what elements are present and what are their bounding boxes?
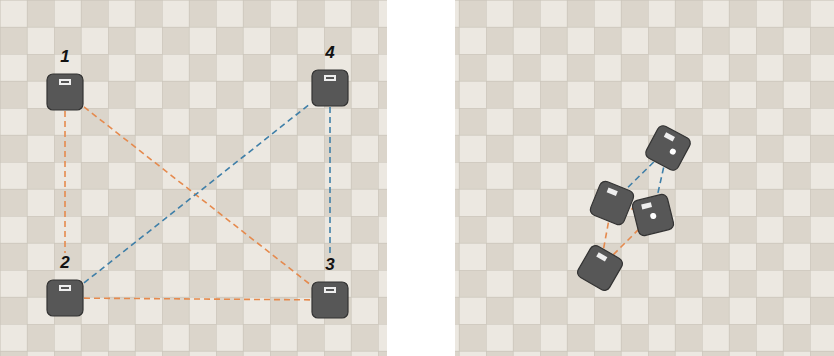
robot-body bbox=[631, 193, 675, 237]
robot-node: 1 bbox=[46, 47, 84, 111]
robot-body bbox=[46, 279, 84, 317]
robot-tag bbox=[59, 79, 71, 85]
robot-tag-mark bbox=[326, 289, 334, 291]
robot-tag bbox=[324, 287, 336, 293]
robot-number: 1 bbox=[58, 47, 71, 67]
robot-symbol bbox=[575, 243, 624, 292]
robot-node: 2 bbox=[46, 253, 84, 317]
robot-body bbox=[311, 281, 349, 319]
robot-body bbox=[575, 243, 624, 292]
robot-symbol bbox=[46, 279, 84, 317]
robot-tag bbox=[324, 75, 336, 81]
robot-symbol bbox=[589, 180, 636, 227]
dashed-connector bbox=[84, 298, 311, 300]
dashed-connector bbox=[329, 107, 331, 255]
robot-shell bbox=[312, 282, 348, 318]
robot-node: 3 bbox=[311, 255, 349, 319]
robot-symbol bbox=[644, 124, 693, 173]
robot-tag-mark bbox=[326, 77, 334, 79]
robot-symbol bbox=[46, 73, 84, 111]
robot-tag bbox=[641, 202, 652, 209]
robot-shell bbox=[47, 280, 83, 316]
robot-symbol bbox=[311, 69, 349, 107]
robot-tag bbox=[607, 188, 618, 196]
robot-tag bbox=[596, 252, 607, 261]
robot-body bbox=[46, 73, 84, 111]
robot-number: 2 bbox=[58, 253, 71, 273]
robot-number: 3 bbox=[323, 255, 336, 275]
dashed-connector bbox=[84, 103, 311, 283]
robot-body bbox=[589, 180, 636, 227]
robot-symbol bbox=[631, 193, 675, 237]
robot-body bbox=[311, 69, 349, 107]
robot-tag bbox=[59, 285, 71, 291]
robot-shell bbox=[312, 70, 348, 106]
dashed-connector bbox=[84, 107, 311, 285]
robot-symbol bbox=[311, 281, 349, 319]
robot-shell bbox=[47, 74, 83, 110]
floor-panel bbox=[455, 0, 834, 356]
robot-dot bbox=[669, 148, 677, 156]
dashed-connector bbox=[64, 111, 66, 253]
robot-node: 4 bbox=[311, 43, 349, 107]
floor-panel bbox=[0, 0, 387, 356]
robot-tag-mark bbox=[61, 81, 69, 83]
robot-number: 4 bbox=[323, 43, 336, 63]
robot-tag-mark bbox=[61, 287, 69, 289]
robot-body bbox=[644, 124, 693, 173]
robot-dot bbox=[650, 212, 657, 219]
robot-tag bbox=[664, 132, 675, 141]
